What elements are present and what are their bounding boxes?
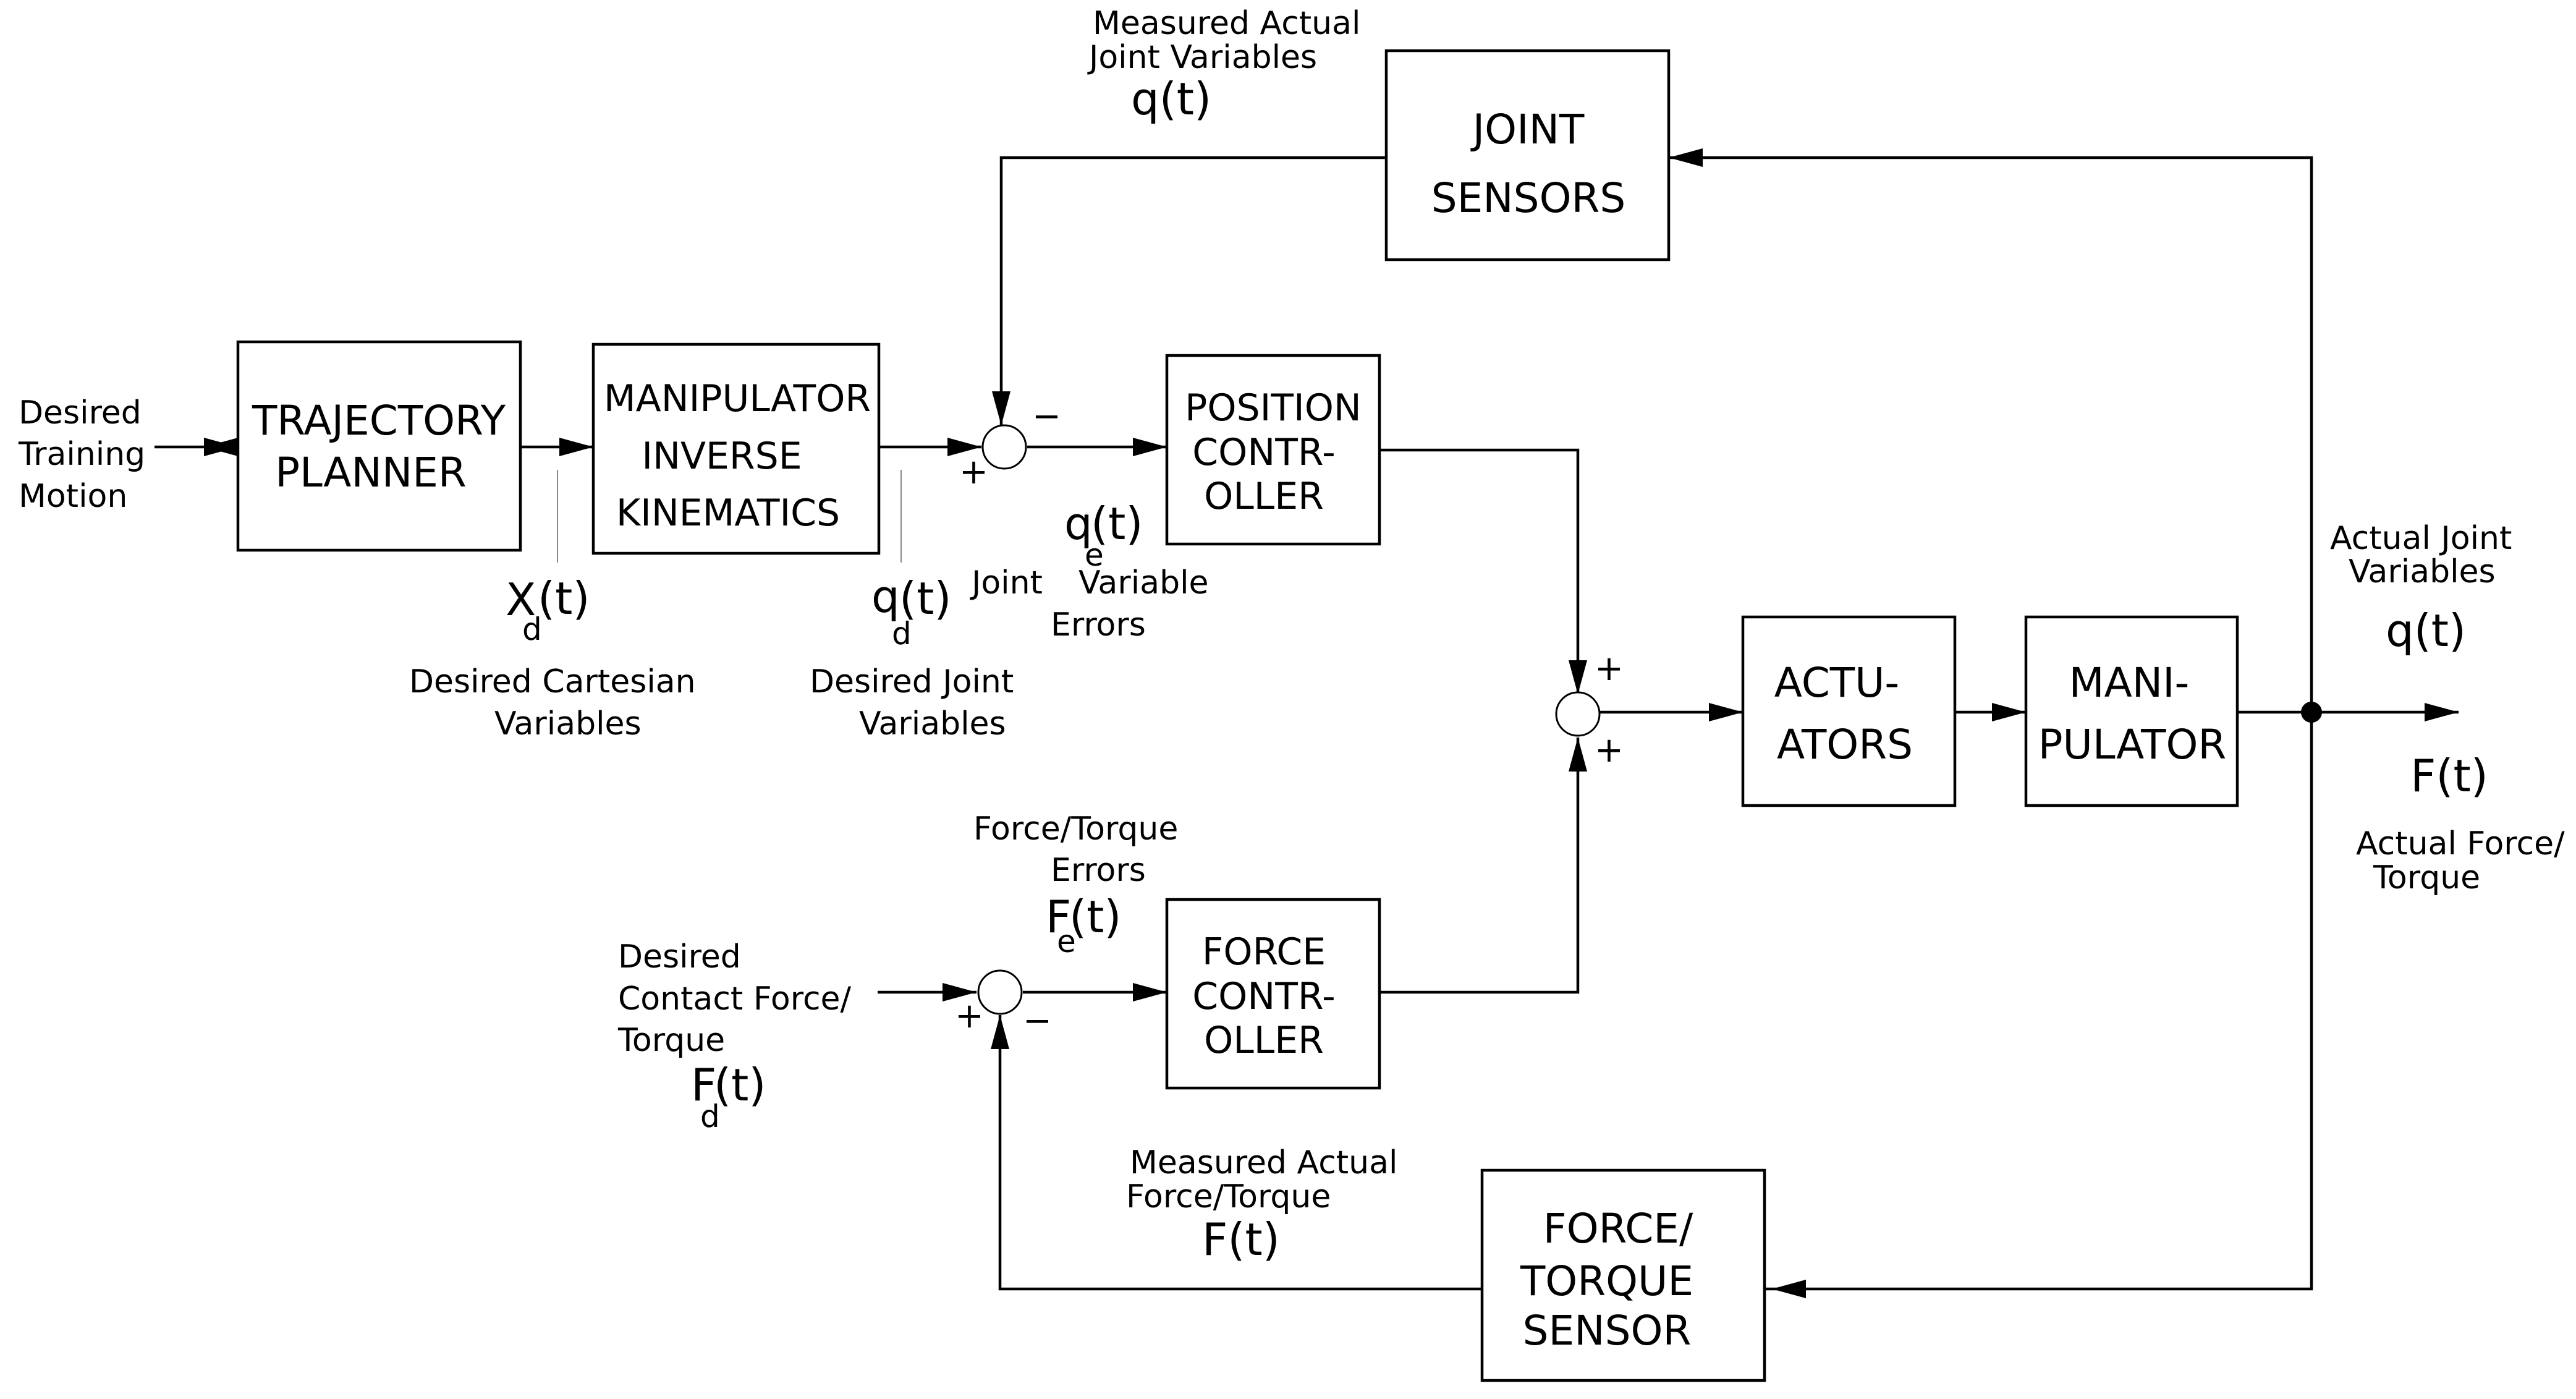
block-label-line: FORCE bbox=[1202, 930, 1326, 974]
plus-sign: + bbox=[1595, 648, 1624, 689]
block-label-line: TORQUE bbox=[1520, 1257, 1693, 1305]
symbol-q: q bbox=[871, 571, 900, 623]
label-line: Joint bbox=[970, 564, 1043, 602]
block-label-line: JOINT bbox=[1470, 106, 1585, 153]
symbol-x: X bbox=[506, 574, 536, 626]
label-line: Torque bbox=[617, 1022, 725, 1059]
label-actual-joint-variables: Actual Joint Variables q(t) bbox=[2330, 520, 2512, 657]
label-line: Torque bbox=[2373, 859, 2480, 896]
label-desired-joint: q d (t) Desired Joint Variables bbox=[810, 571, 1014, 742]
summing-junction-force bbox=[977, 969, 1023, 1015]
label-desired-contact-force: Desired Contact Force/ Torque F d (t) bbox=[617, 938, 852, 1134]
subscript-e: e bbox=[1057, 924, 1076, 959]
subscript-e: e bbox=[1085, 537, 1104, 573]
label-line: Measured Actual bbox=[1130, 1144, 1397, 1181]
label-line: Variables bbox=[2349, 553, 2496, 590]
plus-sign: + bbox=[955, 996, 984, 1036]
block-label-line: SENSOR bbox=[1523, 1307, 1692, 1354]
label-line: Contact Force/ bbox=[618, 980, 852, 1018]
block-trajectory-planner: TRAJECTORY PLANNER bbox=[236, 340, 522, 552]
block-label-line: OLLER bbox=[1204, 475, 1324, 518]
label-line: Force/Torque bbox=[1126, 1178, 1331, 1215]
label-line: Variables bbox=[494, 705, 642, 742]
block-label-line: PULATOR bbox=[2038, 721, 2227, 768]
label-measured-force-torque: Measured Actual Force/Torque F(t) bbox=[1126, 1144, 1397, 1265]
label-line: Desired bbox=[618, 938, 741, 976]
label-line: Force/Torque bbox=[973, 810, 1178, 848]
block-label-line: POSITION bbox=[1185, 386, 1362, 430]
block-inverse-kinematics: MANIPULATOR INVERSE KINEMATICS bbox=[591, 342, 881, 555]
block-manipulator: MANI- PULATOR bbox=[2024, 615, 2239, 807]
label-line: Desired Joint bbox=[810, 663, 1014, 700]
label-actual-force-torque: F(t) Actual Force/ Torque bbox=[2356, 750, 2565, 896]
block-label-line: INVERSE bbox=[642, 435, 802, 478]
label-line: Variables bbox=[859, 705, 1006, 742]
block-force-torque-sensor: FORCE/ TORQUE SENSOR bbox=[1480, 1168, 1766, 1382]
arrowheads bbox=[204, 148, 2459, 1298]
symbol-q-t: q(t) bbox=[1131, 73, 1211, 125]
symbol-f-t: F(t) bbox=[1202, 1214, 1280, 1265]
label-line: Motion bbox=[19, 478, 127, 515]
label-line: Errors bbox=[1051, 606, 1146, 644]
block-label-line: TRAJECTORY bbox=[252, 397, 506, 444]
block-label-line: CONTR- bbox=[1192, 431, 1336, 474]
label-line: Training bbox=[18, 436, 145, 473]
block-label-line: PLANNER bbox=[275, 449, 467, 496]
junction-signs: − + + + + − bbox=[955, 396, 1624, 1041]
plus-sign: + bbox=[959, 452, 988, 492]
symbol-arg: (t) bbox=[899, 572, 951, 624]
arrowhead-right bbox=[204, 438, 238, 456]
block-actuators: ACTU- ATORS bbox=[1741, 615, 1957, 807]
block-force-controller: FORCE CONTR- OLLER bbox=[1165, 898, 1381, 1090]
plus-sign: + bbox=[1595, 730, 1624, 770]
symbol-f: F bbox=[1046, 891, 1071, 943]
symbol-f-t: F(t) bbox=[2410, 750, 2488, 802]
label-joint-variable-errors: q e (t) Joint Variable Errors bbox=[970, 498, 1209, 644]
block-label-line: ATORS bbox=[1777, 721, 1913, 768]
summing-junction-output bbox=[1555, 691, 1601, 737]
symbol-arg: (t) bbox=[1091, 498, 1143, 550]
block-joint-sensors: JOINT SENSORS bbox=[1384, 49, 1671, 262]
block-label-line: SENSORS bbox=[1431, 174, 1626, 222]
symbol-q: q bbox=[1064, 498, 1093, 550]
symbol-q-t: q(t) bbox=[2386, 605, 2466, 657]
symbol-arg: (t) bbox=[538, 572, 590, 624]
block-label-line: ACTU- bbox=[1774, 659, 1900, 707]
subscript-d: d bbox=[892, 616, 912, 652]
label-measured-joint-variables: Measured Actual Joint Variables q(t) bbox=[1087, 5, 1360, 125]
subscript-d: d bbox=[522, 611, 542, 647]
block-label-line: CONTR- bbox=[1192, 975, 1336, 1018]
block-label-line: OLLER bbox=[1204, 1019, 1324, 1062]
minus-sign: − bbox=[1032, 396, 1061, 436]
block-label-line: MANI- bbox=[2069, 659, 2190, 707]
label-line: Actual Joint bbox=[2330, 520, 2512, 557]
block-position-controller: POSITION CONTR- OLLER bbox=[1165, 354, 1381, 546]
label-force-torque-errors: Force/Torque Errors F e (t) bbox=[973, 810, 1178, 959]
label-line: Measured Actual bbox=[1093, 5, 1360, 42]
label-desired-cartesian: X d (t) Desired Cartesian Variables bbox=[409, 572, 696, 742]
symbol-arg: (t) bbox=[1069, 891, 1121, 943]
symbol-f: F bbox=[691, 1059, 716, 1111]
summing-junction-joint bbox=[981, 424, 1027, 470]
branch-point bbox=[2301, 702, 2322, 723]
label-desired-training-motion: Desired Training Motion bbox=[18, 394, 145, 515]
minus-sign: − bbox=[1023, 1001, 1052, 1041]
label-line: Variable bbox=[1078, 564, 1209, 602]
label-line: Actual Force/ bbox=[2356, 825, 2565, 862]
block-label-line: MANIPULATOR bbox=[604, 377, 871, 420]
label-line: Desired bbox=[19, 394, 142, 432]
block-label-line: KINEMATICS bbox=[616, 491, 840, 535]
label-line: Joint Variables bbox=[1087, 39, 1317, 76]
symbol-arg: (t) bbox=[714, 1059, 766, 1111]
block-label-line: FORCE/ bbox=[1543, 1205, 1693, 1252]
label-line: Desired Cartesian bbox=[409, 663, 696, 700]
label-line: Errors bbox=[1051, 852, 1146, 889]
subscript-d: d bbox=[700, 1099, 720, 1134]
